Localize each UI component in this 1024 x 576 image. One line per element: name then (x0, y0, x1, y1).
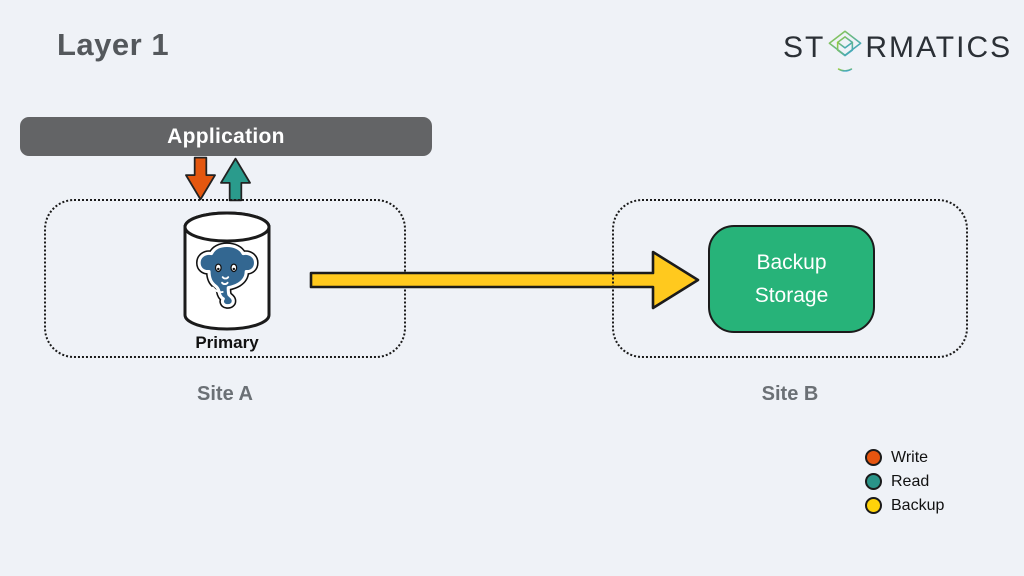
postgresql-primary-database-icon (183, 211, 271, 331)
primary-node-label: Primary (195, 333, 259, 352)
write-arrow-down-icon (185, 156, 216, 201)
site-b-label: Site B (761, 383, 819, 405)
legend-label-write: Write (891, 448, 929, 466)
read-arrow-up-icon (220, 157, 251, 202)
read-color-dot-icon (865, 473, 882, 490)
legend-item-backup: Backup (865, 497, 944, 514)
legend-label-backup: Backup (891, 496, 945, 514)
logo-text-left: ST (783, 31, 826, 64)
page-title: Layer 1 (57, 27, 170, 62)
postgresql-elephant-icon (196, 242, 259, 309)
site-b-boundary (612, 199, 968, 358)
stormatics-logo: ST RMATICS (783, 30, 1013, 75)
application-label: Application (167, 124, 285, 148)
logo-text-right: RMATICS (865, 31, 1013, 64)
backup-arrow-right-icon (309, 250, 700, 310)
site-a-label: Site A (197, 383, 253, 405)
cube-wireframe-icon (828, 30, 862, 72)
legend-label-read: Read (891, 472, 930, 490)
backup-storage-node: Backup Storage (708, 225, 875, 333)
legend: Write Read Backup (865, 449, 944, 514)
backup-storage-label-line1: Backup (756, 251, 827, 274)
application-node: Application (20, 117, 432, 156)
backup-color-dot-icon (865, 497, 882, 514)
legend-item-read: Read (865, 473, 944, 490)
legend-item-write: Write (865, 449, 944, 466)
write-color-dot-icon (865, 449, 882, 466)
backup-storage-label-line2: Storage (754, 284, 829, 307)
